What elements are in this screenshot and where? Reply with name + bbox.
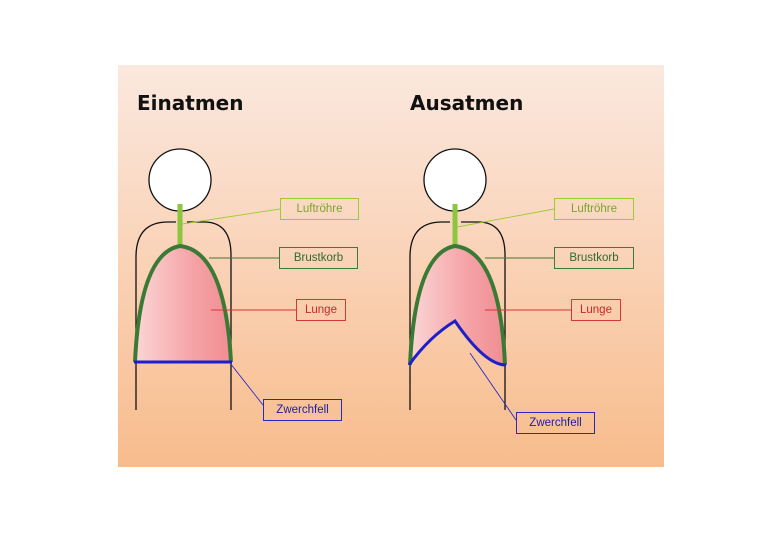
head-left [148, 148, 212, 212]
title-inhale: Einatmen [137, 91, 244, 115]
connector-trachea-right [456, 208, 555, 228]
label-lung-left: Lunge [296, 299, 346, 321]
label-diaphragm-right: Zwerchfell [516, 412, 595, 434]
label-trachea-right: Luftröhre [554, 198, 634, 220]
ribcage-left [133, 243, 233, 363]
diaphragm-right [407, 318, 507, 367]
connector-trachea-left [181, 208, 281, 225]
head-right [423, 148, 487, 212]
ribcage-right [408, 243, 507, 366]
lung-left [135, 246, 231, 362]
label-diaphragm-left: Zwerchfell [263, 399, 342, 421]
body-outline-right-side [187, 221, 232, 410]
label-ribcage-left: Brustkorb [279, 247, 358, 269]
diagram-panel: Einatmen Ausatmen Luftröhre Brustkorb Lu… [118, 65, 664, 467]
connector-diaphragm-left [229, 362, 264, 406]
label-trachea-left: Luftröhre [280, 198, 359, 220]
body-outline-right-right-side [461, 221, 506, 410]
breathing-diagram [118, 65, 664, 467]
title-exhale: Ausatmen [410, 91, 524, 115]
body-outline-left-side [135, 221, 176, 410]
label-lung-right: Lunge [571, 299, 621, 321]
body-outline-right-left-side [409, 221, 450, 410]
connector-diaphragm-right [469, 352, 517, 421]
figure-exhale [407, 148, 571, 421]
figure-inhale [133, 148, 296, 410]
label-ribcage-right: Brustkorb [554, 247, 634, 269]
